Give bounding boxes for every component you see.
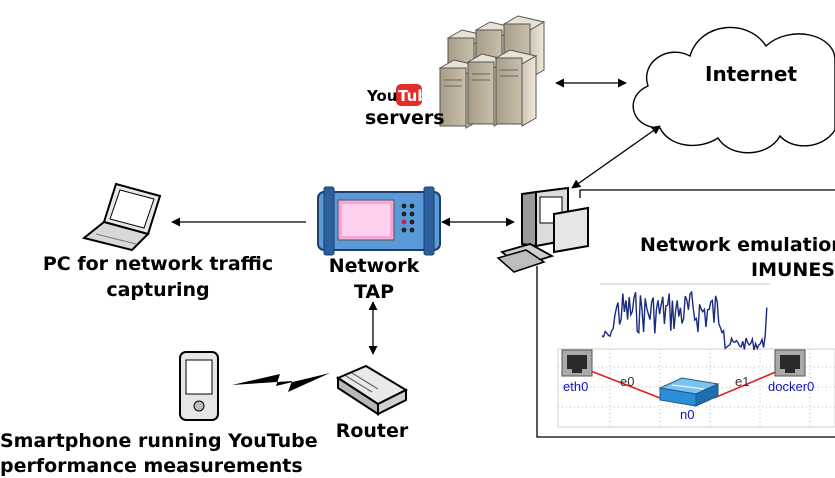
tap-label-line1: Network (328, 255, 420, 277)
throughput-trace (601, 290, 768, 351)
ethernet-port-icon (561, 349, 593, 377)
emulation-panel (536, 189, 835, 438)
wireless-link-icon (232, 373, 330, 392)
imunes-eth0-label: eth0 (563, 379, 589, 394)
server-cluster-icon (438, 15, 546, 129)
imunes-n0-label: n0 (680, 407, 695, 422)
smartphone-icon (179, 351, 219, 421)
emulation-label-line2: IMUNES (751, 259, 835, 281)
laptop-icon (81, 182, 162, 252)
imunes-e1-label: e1 (735, 374, 750, 389)
youtube-logo-box (396, 84, 422, 106)
youtube-logo-you: You (367, 87, 398, 105)
pc-label-line2: capturing (106, 279, 210, 301)
router-icon (335, 364, 409, 416)
cloud-icon (632, 26, 835, 154)
internet-label: Internet (705, 62, 798, 86)
imunes-docker0-label: docker0 (768, 379, 815, 394)
router-label: Router (335, 420, 409, 442)
ethernet-port-icon (774, 349, 806, 377)
network-tap-icon (317, 186, 441, 256)
youtube-logo-tube: Tube (398, 87, 439, 105)
imunes-e0-label: e0 (620, 374, 635, 389)
pc-label-line1: PC for network traffic (42, 253, 274, 275)
imunes-grid (558, 349, 835, 427)
servers-label: servers (365, 107, 445, 129)
emulation-label-line1: Network emulation (640, 234, 835, 256)
desktop-pc-icon (496, 186, 589, 273)
switch-icon (658, 377, 720, 407)
smartphone-label-line2: performance measurements (0, 455, 303, 477)
tap-label-line2: TAP (353, 281, 395, 303)
pc-internet-link (571, 125, 661, 189)
smartphone-label-line1: Smartphone running YouTube (0, 430, 318, 452)
